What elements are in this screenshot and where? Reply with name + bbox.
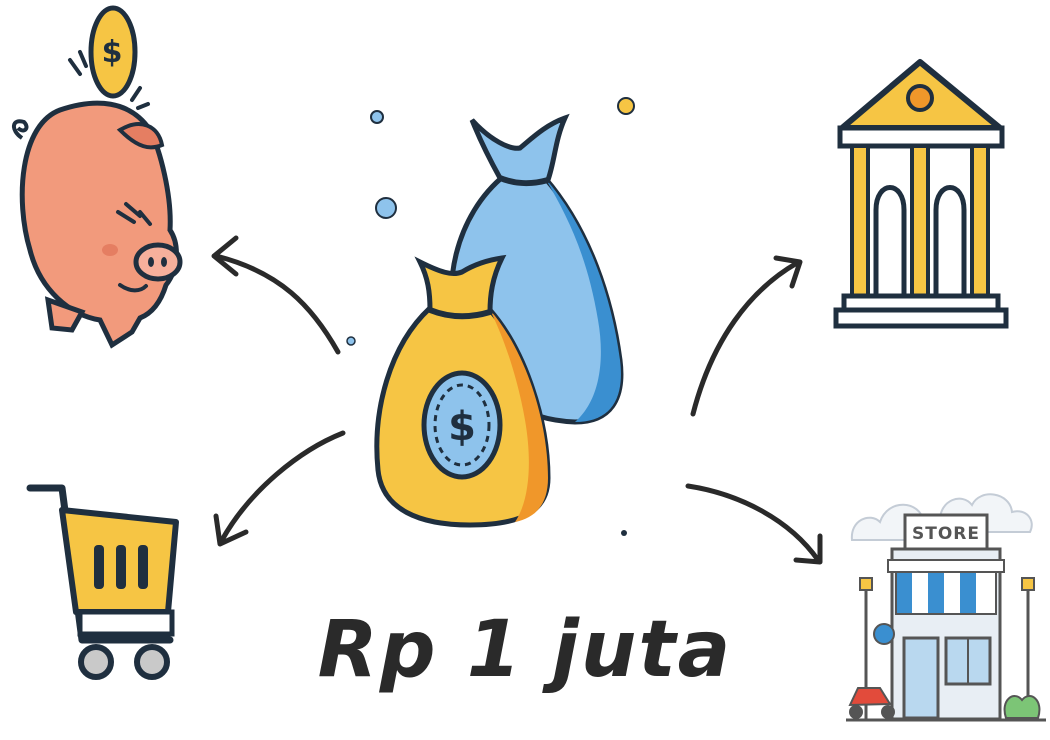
bubble-dot — [376, 198, 396, 218]
bubble-dot — [371, 111, 383, 123]
store-awning — [896, 572, 996, 614]
bank-building-icon — [836, 62, 1006, 326]
arrow-to-piggy-bank — [214, 238, 338, 352]
coin-icon: $ — [91, 8, 135, 96]
dollar-sign-icon: $ — [448, 404, 476, 450]
coin-dot — [618, 98, 634, 114]
scooter-icon — [849, 688, 895, 719]
amount-caption: Rp 1 juta — [300, 590, 750, 710]
arrow-to-bank — [693, 258, 800, 414]
piggy-bank-icon: $ — [14, 8, 180, 345]
money-bags-icon: $ — [347, 98, 634, 536]
svg-text:$: $ — [102, 35, 123, 70]
arrow-to-store — [688, 486, 820, 562]
bubble-dot — [347, 337, 355, 345]
ink-dot — [621, 530, 627, 536]
bush-icon — [1005, 696, 1040, 718]
store-building-icon: STORE — [846, 494, 1046, 720]
arrow-to-shopping-cart — [216, 433, 343, 544]
shopping-cart-icon — [30, 488, 176, 677]
store-sign-text: STORE — [912, 524, 980, 544]
